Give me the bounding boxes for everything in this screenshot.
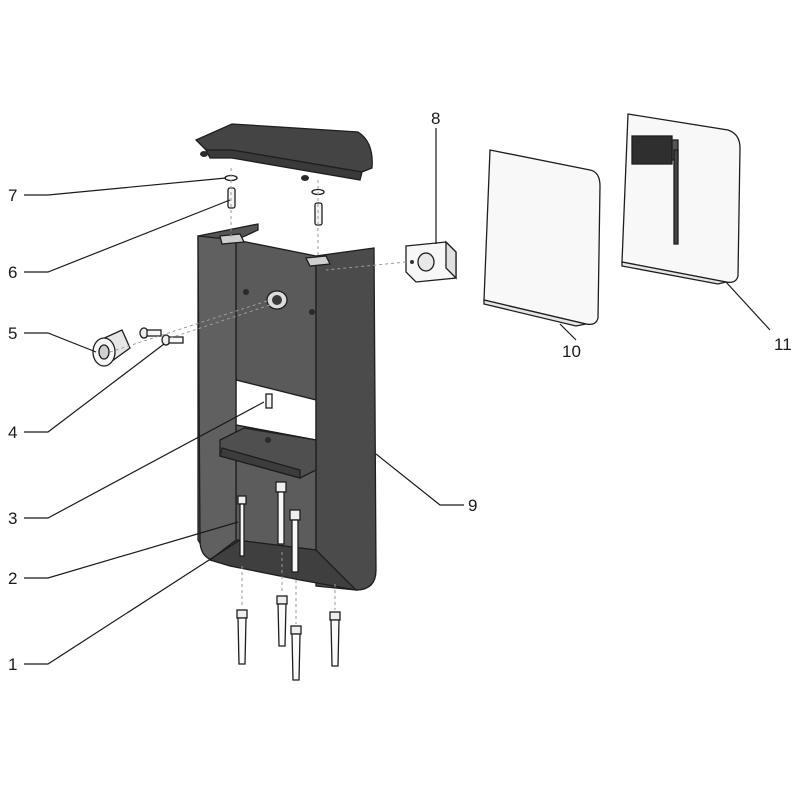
mounting-block-8 <box>405 240 457 283</box>
leader-10 <box>559 323 577 341</box>
callout-6: 6 <box>8 263 17 282</box>
plate-10 <box>483 149 601 327</box>
leader-5 <box>24 332 97 353</box>
spacer-5 <box>92 329 131 367</box>
callout-4: 4 <box>8 423 17 442</box>
leader-7 <box>24 177 227 196</box>
callout-labels: 1 2 3 4 5 6 7 8 9 10 11 <box>8 109 792 674</box>
wall-plugs-1 <box>236 595 341 681</box>
screw-6 <box>227 187 323 226</box>
leader-6 <box>24 199 231 273</box>
screw-4 <box>139 327 184 346</box>
housing-9 <box>197 223 377 592</box>
top-cover <box>194 123 373 181</box>
callout-9: 9 <box>468 496 477 515</box>
callout-8: 8 <box>431 109 440 128</box>
callout-2: 2 <box>8 569 17 588</box>
plate-11 <box>621 113 741 285</box>
assembly-guide-lines <box>109 168 407 624</box>
washer-7 <box>224 174 325 196</box>
leader-3 <box>24 401 265 519</box>
leader-11 <box>725 281 771 331</box>
callout-11: 11 <box>774 335 792 354</box>
callout-10: 10 <box>562 342 581 361</box>
stud-3 <box>265 393 273 409</box>
callout-5: 5 <box>8 324 17 343</box>
screw-2 <box>237 481 301 573</box>
leader-1 <box>24 539 241 665</box>
leader-4 <box>24 343 165 433</box>
leader-9 <box>375 453 464 506</box>
callout-1: 1 <box>8 655 17 674</box>
callout-3: 3 <box>8 509 17 528</box>
callout-leaders <box>24 128 771 665</box>
callout-7: 7 <box>8 186 17 205</box>
leader-2 <box>24 521 239 579</box>
